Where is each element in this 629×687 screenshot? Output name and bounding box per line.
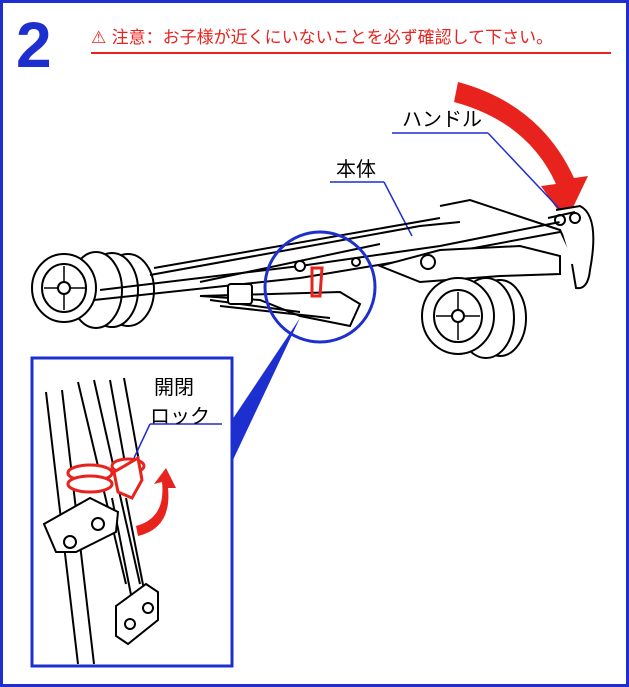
body-label: 本体 <box>336 157 376 181</box>
step-number: 2 <box>16 9 52 81</box>
callout-pointer <box>232 318 300 462</box>
lock-label-line1: 開閉 <box>154 375 194 399</box>
handle-label: ハンドル <box>402 107 482 131</box>
body-leader-line-2 <box>383 181 413 237</box>
lock-rotate-arrow <box>136 468 176 536</box>
warning-notice: ⚠ 注意：お子様が近くにいないことを必ず確認して下さい。 <box>91 23 611 48</box>
front-wheels <box>421 277 527 359</box>
stroller-frame <box>93 198 595 328</box>
lock-marker-small <box>310 266 324 298</box>
lock-label-line2: ロック <box>150 404 210 428</box>
rear-wheels <box>31 251 155 329</box>
fold-direction-arrow <box>454 82 588 222</box>
warning-icon: ⚠ <box>91 28 107 48</box>
warning-underline <box>91 52 611 54</box>
callout-circle <box>263 230 377 344</box>
lock-leader-line-2 <box>133 423 151 459</box>
handle-leader-line-2 <box>487 132 569 219</box>
warning-text: 注意：お子様が近くにいないことを必ず確認して下さい。 <box>111 28 554 48</box>
lock-clip <box>66 455 146 500</box>
